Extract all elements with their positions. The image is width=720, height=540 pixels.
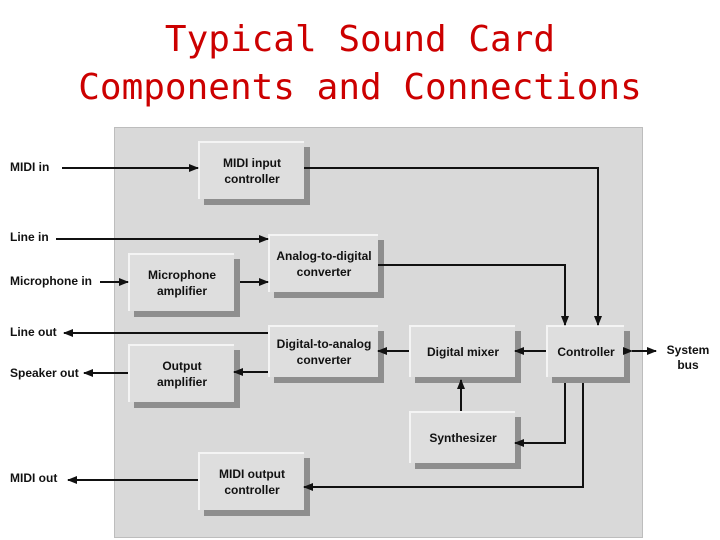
title-line-1: Typical Sound Card [164,19,556,60]
midi-output-controller-box: MIDI output controller [198,452,304,510]
line-in-label: Line in [10,230,49,244]
midi-out-label: MIDI out [10,471,58,485]
synthesizer-box: Synthesizer [409,411,515,463]
midi-input-to-controller-line [304,167,602,326]
controller-to-midi-output-line [303,383,584,491]
system-bus-label: System bus [666,343,710,372]
title-line-2: Components and Connections [78,67,642,108]
controller-box: Controller [546,325,624,377]
output-amplifier-box: Output amplifier [128,344,234,402]
microphone-amplifier-box: Microphone amplifier [128,253,234,311]
line-out-label: Line out [10,325,57,339]
adc-box: Analog-to-digital converter [268,234,378,292]
adc-to-controller-line [378,264,569,326]
midi-in-label: MIDI in [10,160,50,174]
microphone-in-label: Microphone in [10,274,92,288]
speaker-out-label: Speaker out [10,366,79,380]
dac-box: Digital-to-analog converter [268,325,378,377]
digital-mixer-box: Digital mixer [409,325,515,377]
controller-to-synth-line [514,383,566,447]
midi-input-controller-box: MIDI input controller [198,141,304,199]
